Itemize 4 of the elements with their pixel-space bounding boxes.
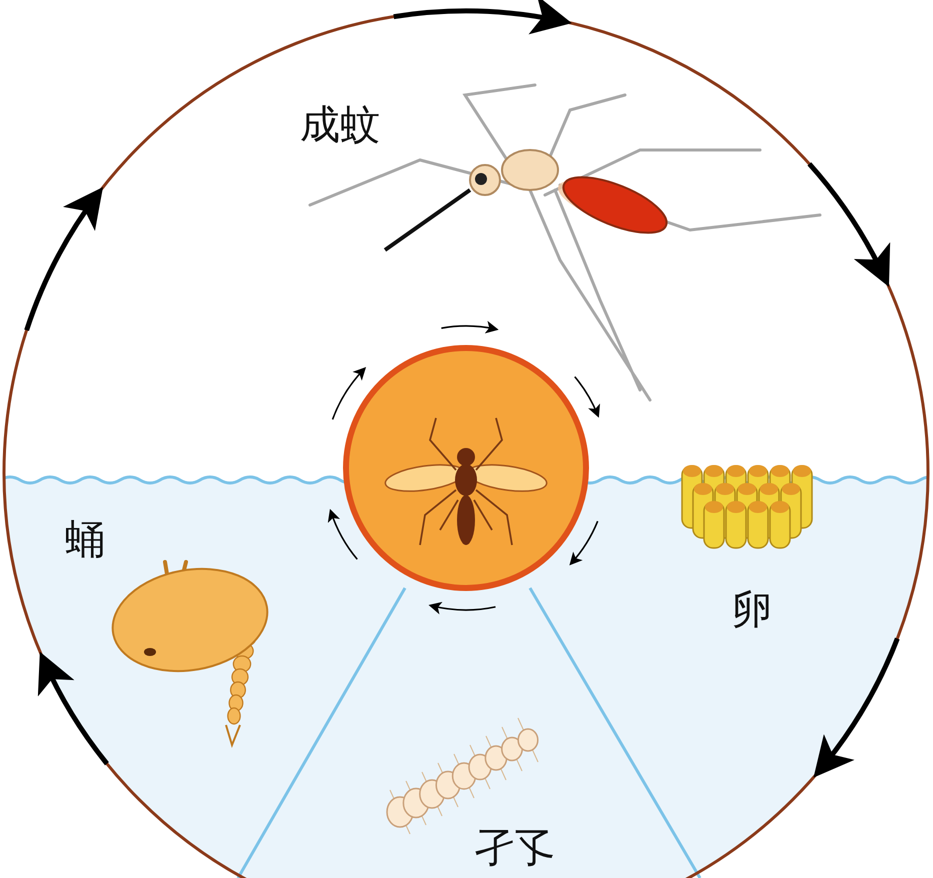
stage-label: 蛹 — [65, 520, 105, 560]
stage-label: 孑孓 — [475, 828, 555, 868]
stage-label: 成蚊 — [300, 105, 380, 145]
stage-label: 卵 — [732, 590, 772, 630]
